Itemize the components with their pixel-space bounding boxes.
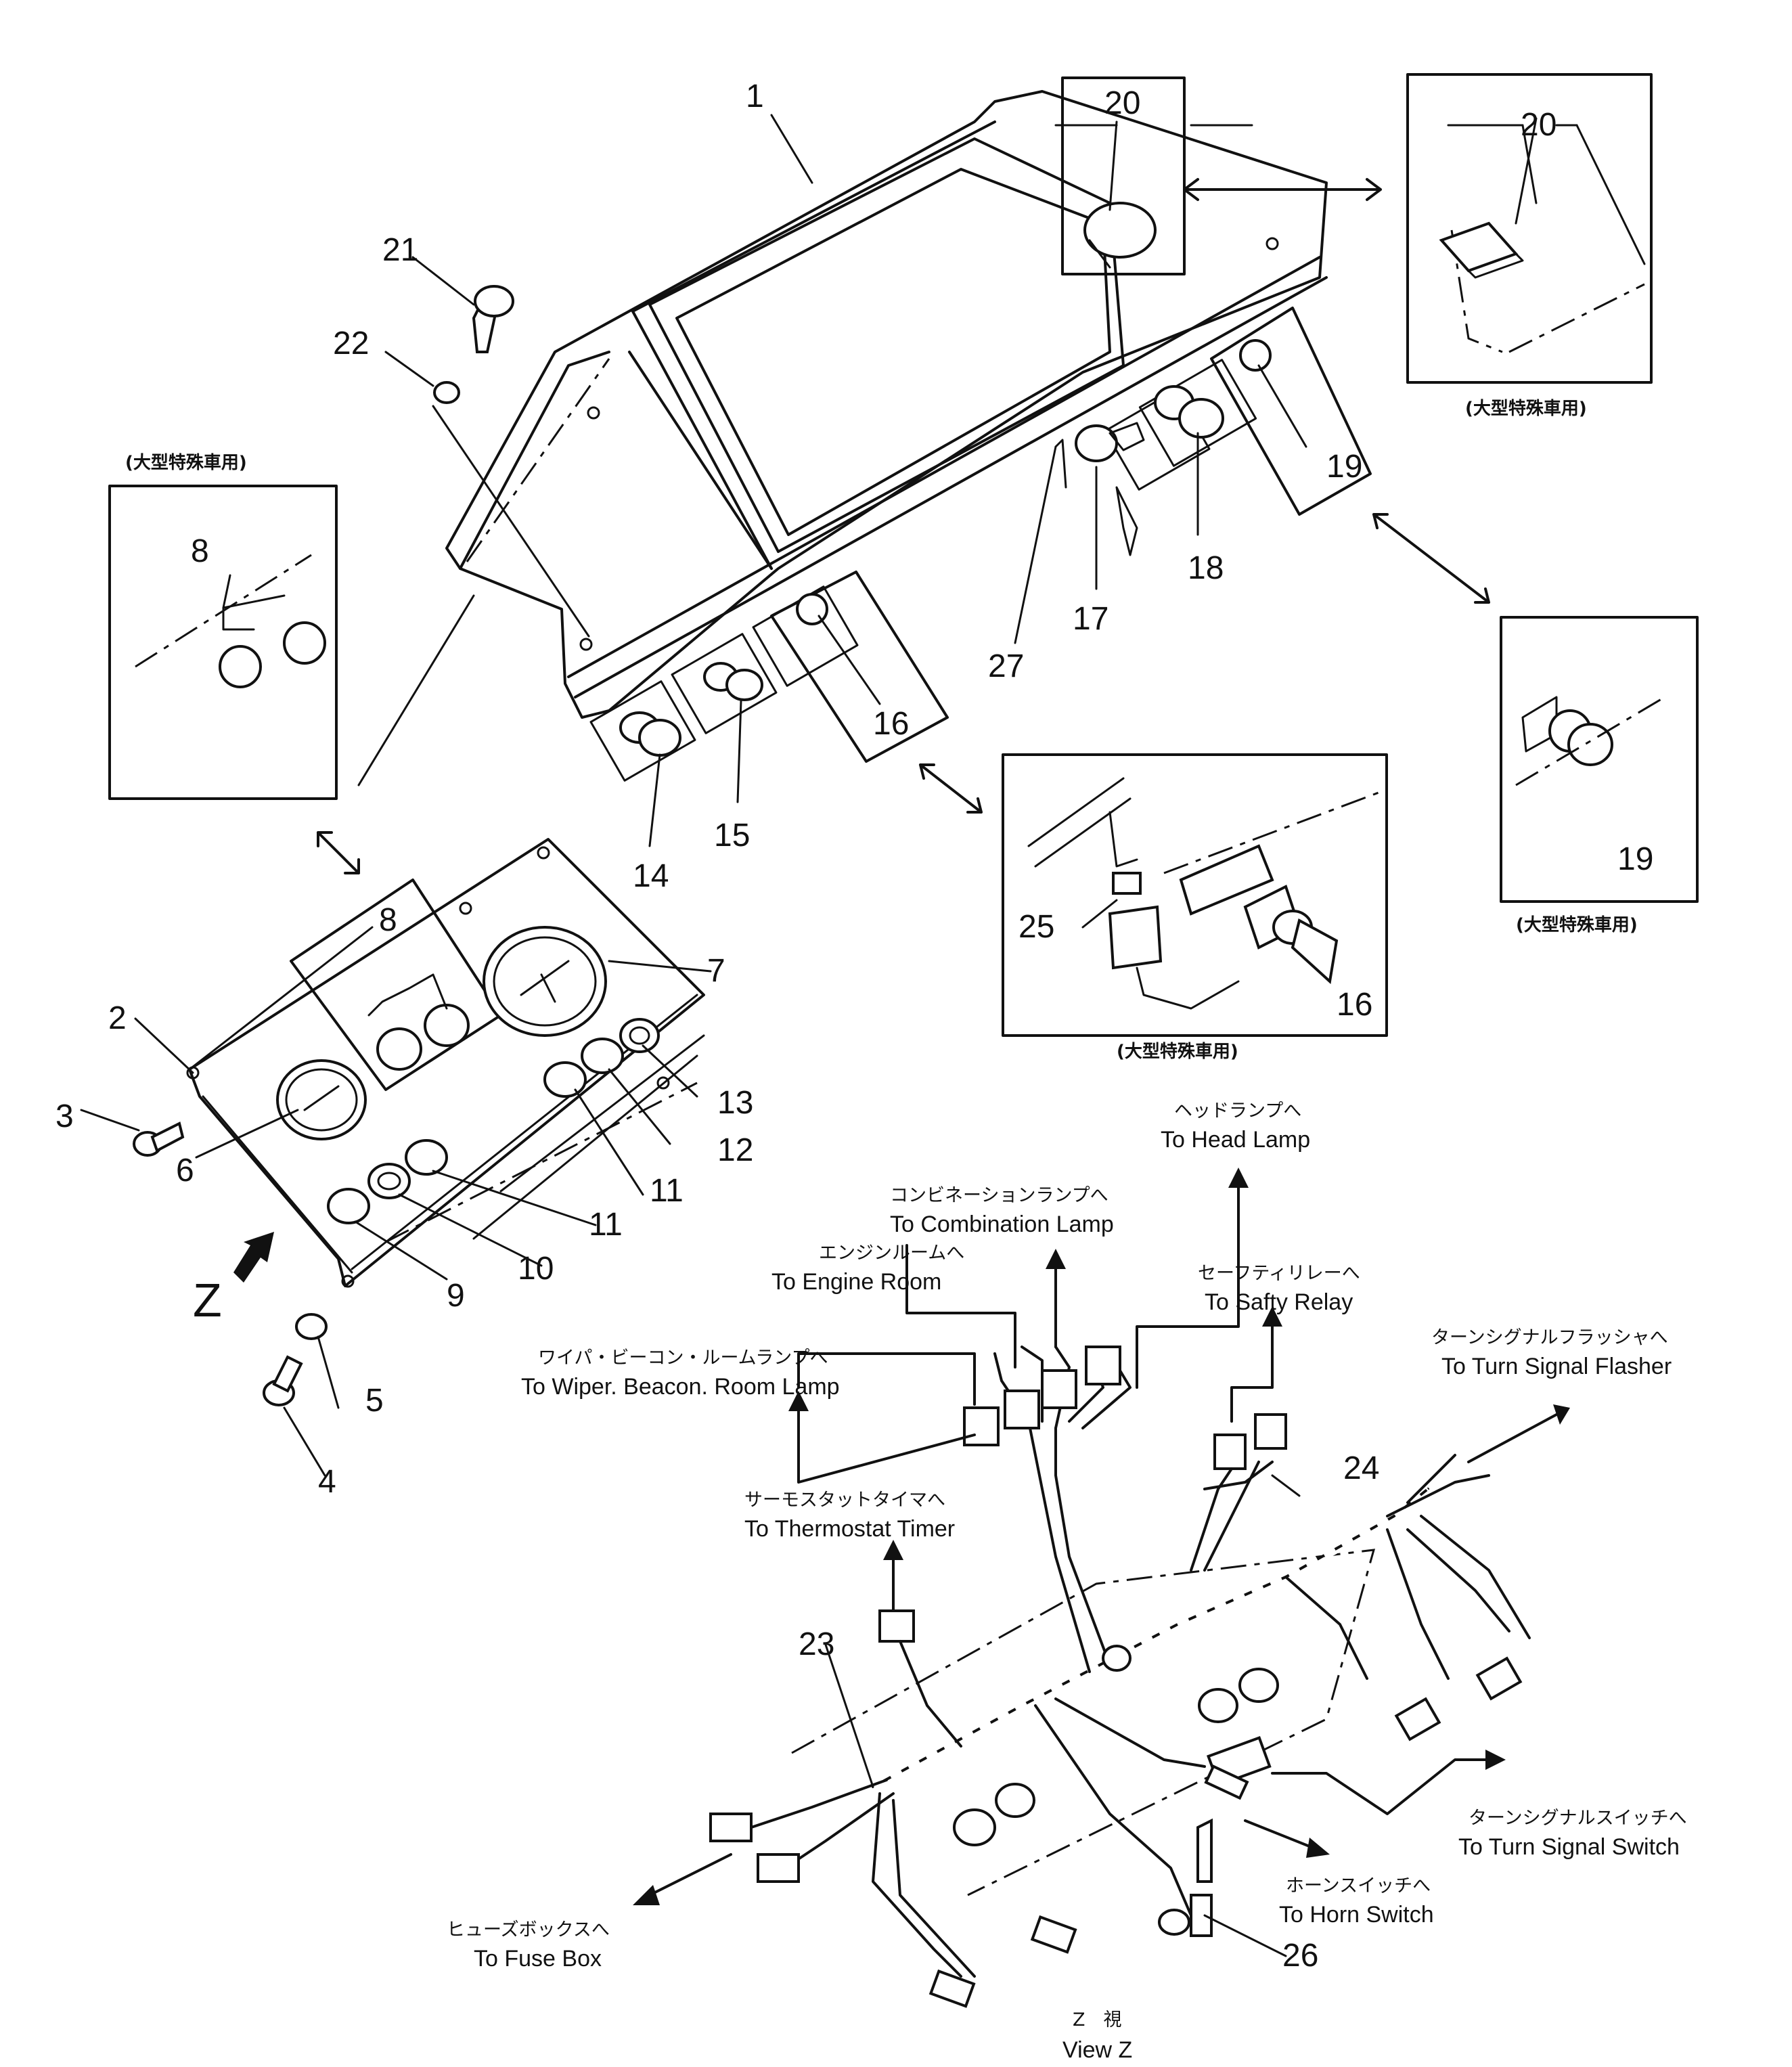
label-part-11a: 11 bbox=[589, 1207, 623, 1243]
part-20-detail-frame bbox=[1061, 76, 1186, 275]
label-part-1: 1 bbox=[746, 79, 764, 114]
destination-labels: ヘッドランプへ To Head Lamp コンビネーションランプへ To Com… bbox=[447, 1101, 1687, 1972]
label-part-20b: 20 bbox=[1521, 107, 1556, 143]
part-numbers: 1 2 3 4 5 6 7 8 8 9 10 11 11 12 13 14 15… bbox=[55, 79, 1653, 1974]
switch-18 bbox=[1154, 385, 1224, 439]
dest-head-lamp-jp: ヘッドランプへ bbox=[1174, 1101, 1301, 1121]
label-part-26: 26 bbox=[1282, 1938, 1318, 1974]
label-part-12: 12 bbox=[717, 1132, 753, 1168]
label-part-21: 21 bbox=[382, 232, 418, 268]
label-part-22: 22 bbox=[333, 326, 369, 361]
label-part-11b: 11 bbox=[650, 1173, 684, 1209]
view-z-arrow bbox=[233, 1232, 274, 1283]
dest-flasher-en: To Turn Signal Flasher bbox=[1441, 1354, 1672, 1379]
bolt-21 bbox=[472, 285, 514, 353]
washer-22 bbox=[433, 381, 460, 404]
bolt-4 bbox=[263, 1355, 303, 1406]
note-large-special-4: (大型特殊車用) bbox=[1117, 1041, 1238, 1062]
inset-16-large-special bbox=[1002, 753, 1388, 1037]
dest-thermostat-en: To Thermostat Timer bbox=[744, 1516, 955, 1542]
label-part-10: 10 bbox=[518, 1251, 554, 1287]
washer-5 bbox=[295, 1313, 328, 1340]
dest-horn-en: To Horn Switch bbox=[1279, 1902, 1434, 1928]
notes: (大型特殊車用) (大型特殊車用) (大型特殊車用) (大型特殊車用) Z 視 … bbox=[125, 398, 1638, 2063]
label-part-3: 3 bbox=[55, 1098, 74, 1134]
label-part-13: 13 bbox=[717, 1085, 753, 1121]
label-part-4: 4 bbox=[318, 1464, 336, 1500]
part-19-detail-frame bbox=[1210, 307, 1372, 516]
label-part-23: 23 bbox=[799, 1626, 834, 1662]
label-part-19b: 19 bbox=[1617, 841, 1653, 877]
dest-horn-jp: ホーンスイッチへ bbox=[1286, 1875, 1431, 1896]
inset-20-large-special bbox=[1406, 73, 1653, 384]
label-view-z: Z bbox=[193, 1274, 222, 1327]
label-part-20a: 20 bbox=[1104, 85, 1140, 121]
switch-14 bbox=[619, 711, 681, 757]
destination-arrows bbox=[633, 1168, 1570, 1905]
label-part-18: 18 bbox=[1188, 550, 1224, 586]
dest-safety-en: To Safty Relay bbox=[1205, 1289, 1353, 1315]
key-switch-17 bbox=[1075, 422, 1145, 556]
bolt-3 bbox=[133, 1121, 185, 1157]
dest-fuse-jp: ヒューズボックスへ bbox=[447, 1919, 610, 1940]
bracket-27 bbox=[1054, 439, 1067, 489]
dest-safety-jp: セーフティリレーへ bbox=[1198, 1263, 1360, 1284]
label-part-2: 2 bbox=[108, 1000, 127, 1036]
label-part-17: 17 bbox=[1073, 601, 1108, 637]
dest-thermostat-jp: サーモスタットタイマへ bbox=[744, 1490, 945, 1511]
leader-lines bbox=[80, 114, 1578, 1957]
wire-harness bbox=[709, 1346, 1531, 2008]
dashboard-housing bbox=[445, 90, 1328, 782]
dest-turn-switch-en: To Turn Signal Switch bbox=[1458, 1834, 1680, 1860]
instrument-panel bbox=[186, 838, 705, 1288]
label-part-25: 25 bbox=[1018, 909, 1054, 945]
label-part-7: 7 bbox=[707, 953, 725, 989]
inset-8-large-special bbox=[108, 485, 338, 800]
view-z-en: View Z bbox=[1062, 2037, 1132, 2063]
label-part-8b: 8 bbox=[379, 902, 397, 938]
label-part-14: 14 bbox=[633, 858, 669, 894]
label-part-5: 5 bbox=[365, 1383, 384, 1419]
switch-15 bbox=[703, 662, 763, 701]
label-part-24: 24 bbox=[1343, 1450, 1379, 1486]
inset-19-large-special bbox=[1500, 616, 1699, 903]
note-large-special-3: (大型特殊車用) bbox=[1516, 914, 1638, 935]
label-part-8a: 8 bbox=[191, 533, 209, 569]
dest-wiper-en: To Wiper. Beacon. Room Lamp bbox=[521, 1374, 840, 1400]
label-part-16b: 16 bbox=[1337, 987, 1372, 1023]
label-part-19a: 19 bbox=[1326, 449, 1362, 485]
dest-head-lamp-en: To Head Lamp bbox=[1161, 1127, 1310, 1153]
double-arrows bbox=[317, 178, 1490, 874]
dest-combination-jp: コンビネーションランプへ bbox=[890, 1185, 1108, 1206]
dest-engine-room-jp: エンジンルームへ bbox=[819, 1243, 964, 1264]
dest-flasher-jp: ターンシグナルフラッシャへ bbox=[1431, 1327, 1668, 1348]
note-large-special-1: (大型特殊車用) bbox=[125, 452, 247, 473]
dest-turn-switch-jp: ターンシグナルスイッチへ bbox=[1469, 1808, 1687, 1829]
view-z-jp: Z 視 bbox=[1073, 2009, 1122, 2030]
dest-fuse-en: To Fuse Box bbox=[474, 1946, 602, 1972]
label-part-27: 27 bbox=[988, 648, 1024, 684]
dest-engine-room-en: To Engine Room bbox=[771, 1269, 941, 1295]
dest-combination-en: To Combination Lamp bbox=[890, 1212, 1114, 1237]
label-part-6: 6 bbox=[176, 1153, 194, 1188]
label-part-9: 9 bbox=[447, 1278, 465, 1314]
dest-wiper-jp: ワイパ・ビーコン・ルームランプへ bbox=[538, 1348, 828, 1369]
label-part-16a: 16 bbox=[873, 706, 909, 742]
note-large-special-2: (大型特殊車用) bbox=[1465, 398, 1587, 419]
label-part-15: 15 bbox=[714, 818, 750, 853]
